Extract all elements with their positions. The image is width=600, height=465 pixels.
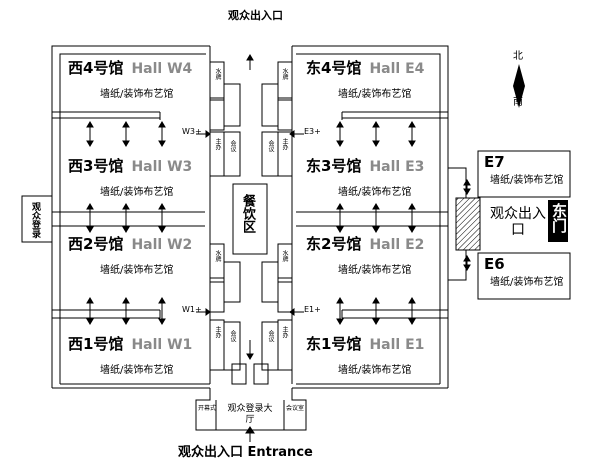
hall-e2-subtitle: 墙纸/装饰布艺馆	[338, 265, 412, 276]
top-entrance-label: 观众出入口	[228, 9, 283, 22]
bottom-entrance-label: 观众出入口 Entrance	[178, 445, 313, 460]
hall-w4-subtitle: 墙纸/装饰布艺馆	[100, 89, 174, 100]
hall-e3-subtitle: 墙纸/装饰布艺馆	[338, 187, 412, 198]
east-water-sign-4: 水牌	[281, 68, 288, 80]
east-office-1: 主办	[281, 326, 288, 338]
compass-south: 南	[513, 97, 523, 108]
west-meeting-3: 会议	[229, 140, 236, 152]
east-gate-label: 东门	[550, 203, 568, 233]
east-gate-box	[548, 200, 568, 242]
lobby-left-room: 开幕式	[198, 405, 217, 412]
east-visitor-entry-label: 观众出入口	[490, 206, 546, 238]
west-water-sign-4: 水牌	[214, 68, 221, 80]
compass-north: 北	[513, 51, 523, 62]
hall-e7-subtitle: 墙纸/装饰布艺馆	[490, 175, 564, 186]
west-office-1: 主办	[214, 326, 221, 338]
lobby-right-room: 会议室	[286, 405, 305, 412]
hall-e1-subtitle: 墙纸/装饰布艺馆	[338, 365, 412, 376]
east-gate-hatch	[455, 197, 481, 251]
hall-e4-subtitle: 墙纸/装饰布艺馆	[338, 89, 412, 100]
east-meeting-3: 会议	[267, 140, 274, 152]
hall-e7-title: E7	[484, 153, 505, 171]
mezzanine-w3: W3+	[182, 127, 202, 136]
compass-icon	[513, 64, 525, 108]
hall-w3-subtitle: 墙纸/装饰布艺馆	[100, 187, 174, 198]
west-office-3: 主办	[214, 138, 221, 150]
west-meeting-1: 会议	[229, 330, 236, 342]
east-water-sign-2: 水牌	[281, 250, 288, 262]
east-meeting-1: 会议	[267, 330, 274, 342]
hall-e6-title: E6	[484, 255, 505, 273]
west-entry-label: 观众登录	[30, 202, 40, 238]
hall-e6-subtitle: 墙纸/装饰布艺馆	[490, 277, 564, 288]
mezzanine-e1: E1+	[304, 305, 321, 314]
east-office-3: 主办	[281, 138, 288, 150]
mezzanine-w1: W1+	[182, 305, 202, 314]
direction-arrows	[86, 54, 471, 442]
hall-w2-subtitle: 墙纸/装饰布艺馆	[100, 265, 174, 276]
lobby-label: 观众登录大厅	[227, 404, 273, 425]
dining-area-label: 餐饮区	[240, 194, 255, 233]
mezzanine-e3: E3+	[304, 127, 321, 136]
west-water-sign-2: 水牌	[214, 250, 221, 262]
hall-w1-subtitle: 墙纸/装饰布艺馆	[100, 365, 174, 376]
